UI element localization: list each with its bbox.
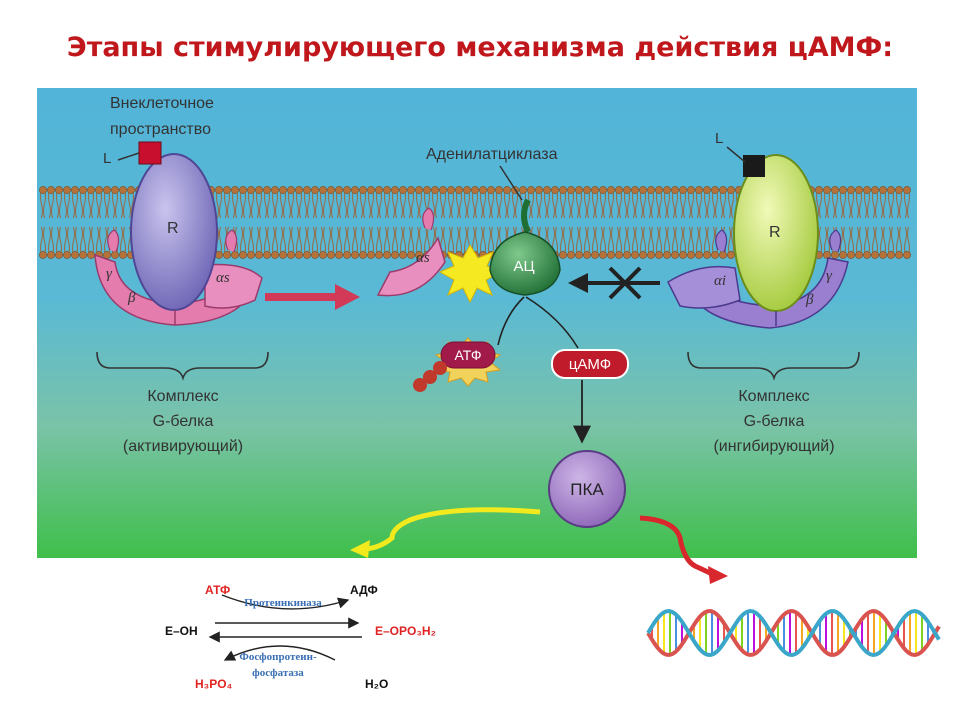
- red-arrow: [639, 515, 714, 577]
- reaction-phosphatase-1: Фосфопротеин-: [239, 651, 317, 663]
- adenylate-cyclase: [489, 165, 561, 296]
- phosphate-3: [413, 378, 427, 392]
- phosphate-1: [433, 361, 447, 375]
- pka-circle: [548, 450, 626, 528]
- camp-connector: [525, 296, 579, 349]
- atp-label: АТФ: [455, 347, 482, 363]
- receptor-right-label: R: [769, 224, 781, 241]
- adenylate-cyclase-label: Аденилатциклаза: [426, 146, 558, 163]
- bracket-left: [96, 351, 269, 381]
- g-protein-alpha-s-left: [204, 263, 263, 309]
- g-protein-complex-right: [667, 146, 849, 329]
- alpha-s-free-label: αs: [416, 250, 430, 266]
- atp-badge: [440, 341, 496, 369]
- receptor-left-label: R: [167, 220, 179, 237]
- complex-left-line3: (активирующий): [123, 438, 243, 455]
- reaction-e-phos: E–OPO₃H₂: [375, 624, 436, 638]
- extracellular-label-2: пространство: [110, 121, 211, 138]
- g-protein-complex-left: [94, 141, 263, 326]
- reaction-h2o: H₂O: [365, 677, 388, 691]
- reaction-h3po4: H₃PO₄: [195, 677, 233, 691]
- atp-connector: [497, 296, 525, 346]
- complex-left-line2: G-белка: [153, 413, 214, 430]
- pka-label: ПКА: [570, 480, 604, 499]
- reaction-atp: АТФ: [205, 583, 230, 597]
- receptor-left: [130, 153, 218, 311]
- camp-badge: [551, 349, 629, 379]
- ligand-left-label: L: [103, 150, 111, 167]
- ligand-left: [138, 141, 162, 165]
- beta-left-label: β: [127, 290, 136, 306]
- kinase-arc: [221, 594, 350, 610]
- ac-body: [489, 231, 561, 296]
- yellow-arrow: [364, 507, 541, 552]
- dna-helix: [646, 608, 941, 658]
- alpha-s-label: αs: [216, 270, 230, 286]
- complex-right-line2: G-белка: [744, 413, 805, 430]
- camp-label: цАМФ: [569, 356, 611, 373]
- bracket-right: [687, 351, 860, 381]
- reaction-e-oh: E–OH: [165, 624, 198, 638]
- phosphatase-arc: [223, 645, 336, 661]
- activation-arrow: [265, 284, 360, 310]
- ac-label: АЦ: [513, 258, 534, 275]
- gamma-right-label: γ: [826, 268, 833, 284]
- reaction-scheme: [208, 594, 362, 661]
- complex-left-line1: Комплекс: [147, 388, 218, 405]
- g-protein-alpha-i: [667, 265, 741, 309]
- complex-right-line1: Комплекс: [738, 388, 809, 405]
- complex-right-line3: (ингибирующий): [713, 438, 834, 455]
- gamma-left-label: γ: [106, 266, 113, 282]
- reaction-phosphatase-2: фосфатаза: [252, 667, 304, 679]
- reaction-kinase: Протеинкиназа: [244, 597, 322, 609]
- reaction-adp: АДФ: [350, 583, 378, 597]
- alpha-s-free: [376, 236, 446, 297]
- phosphate-2: [423, 370, 437, 384]
- alpha-i-label: αi: [714, 273, 726, 289]
- inhibition-arrow: [568, 266, 660, 300]
- slide-title: Этапы стимулирующего механизма действия …: [66, 32, 894, 63]
- extracellular-label-1: Внеклеточное: [110, 95, 214, 112]
- beta-right-label: β: [805, 292, 814, 308]
- ligand-right: [743, 155, 765, 177]
- activation-burst: [438, 243, 503, 304]
- ligand-right-label: L: [715, 130, 723, 147]
